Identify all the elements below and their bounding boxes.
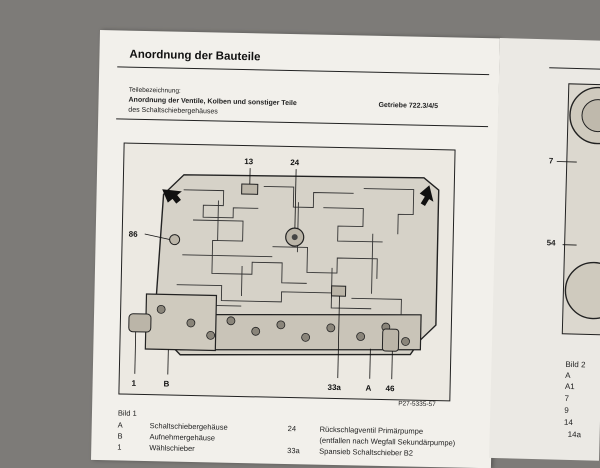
document-page-left: Anordnung der Bauteile Teilebezeichnung:…	[91, 30, 500, 468]
right-key: 9	[564, 406, 569, 415]
callout-b: B	[164, 379, 170, 388]
callout-33a: 33a	[327, 383, 341, 392]
right-callout-54: 54	[547, 238, 556, 247]
designation-line2: des Schaltschiebergehäuses	[128, 107, 218, 116]
right-page-figure	[492, 38, 600, 341]
legend-key: 24	[288, 424, 320, 434]
part-46	[382, 329, 398, 351]
legend-key	[287, 442, 319, 443]
designation-rule	[116, 118, 488, 127]
title-rule	[117, 66, 489, 75]
legend-key: 33a	[287, 446, 319, 456]
designation-line1: Anordnung der Ventile, Kolben und sonsti…	[128, 97, 296, 108]
legend-text: Schaltschiebergehäuse	[150, 421, 228, 432]
callout-24: 24	[290, 158, 300, 167]
housing-b	[145, 294, 216, 350]
document-page-right: 7 54 Bild 2 A A1 7 9 14 14a	[489, 38, 600, 461]
callout-46: 46	[385, 384, 395, 393]
leader-line	[557, 162, 577, 163]
callout-13: 13	[244, 157, 254, 166]
selector-valve-1	[129, 314, 151, 332]
legend-text: Rückschlagventil Primärpumpe	[320, 425, 424, 436]
legend-text: Wählschieber	[149, 443, 195, 453]
page-title: Anordnung der Bauteile	[129, 49, 260, 64]
callout-a: A	[365, 384, 371, 393]
callout-86: 86	[129, 230, 139, 239]
right-key: 14	[564, 418, 573, 427]
right-key: 7	[564, 394, 569, 403]
part-86	[170, 235, 180, 245]
part-33a	[331, 286, 345, 296]
right-key: A1	[565, 382, 575, 391]
legend-key: A	[118, 420, 150, 430]
legend-caption: Bild 1	[118, 408, 137, 417]
gearbox-type: Getriebe 722.3/4/5	[378, 102, 438, 110]
right-caption: Bild 2	[565, 360, 585, 370]
right-callout-7: 7	[549, 156, 554, 165]
legend-key: B	[117, 431, 149, 441]
part-13	[242, 184, 258, 194]
legend-text: Aufnehmergehäuse	[149, 432, 215, 442]
right-key: A	[565, 371, 571, 380]
figure-code: P27-5335-57	[398, 400, 436, 408]
legend-key: 1	[117, 442, 149, 452]
callout-1: 1	[132, 379, 137, 388]
designation-label: Teilebezeichnung:	[129, 87, 181, 95]
right-key: 14a	[568, 430, 582, 439]
valve-body-drawing: 13 24 86 1 B 33a A 46	[119, 144, 454, 401]
legend-text: Spansieb Schaltschieber B2	[319, 447, 413, 458]
legend-text: (entfallen nach Wegfall Sekundärpumpe)	[319, 436, 455, 448]
valve-body-figure: 13 24 86 1 B 33a A 46	[118, 143, 455, 402]
